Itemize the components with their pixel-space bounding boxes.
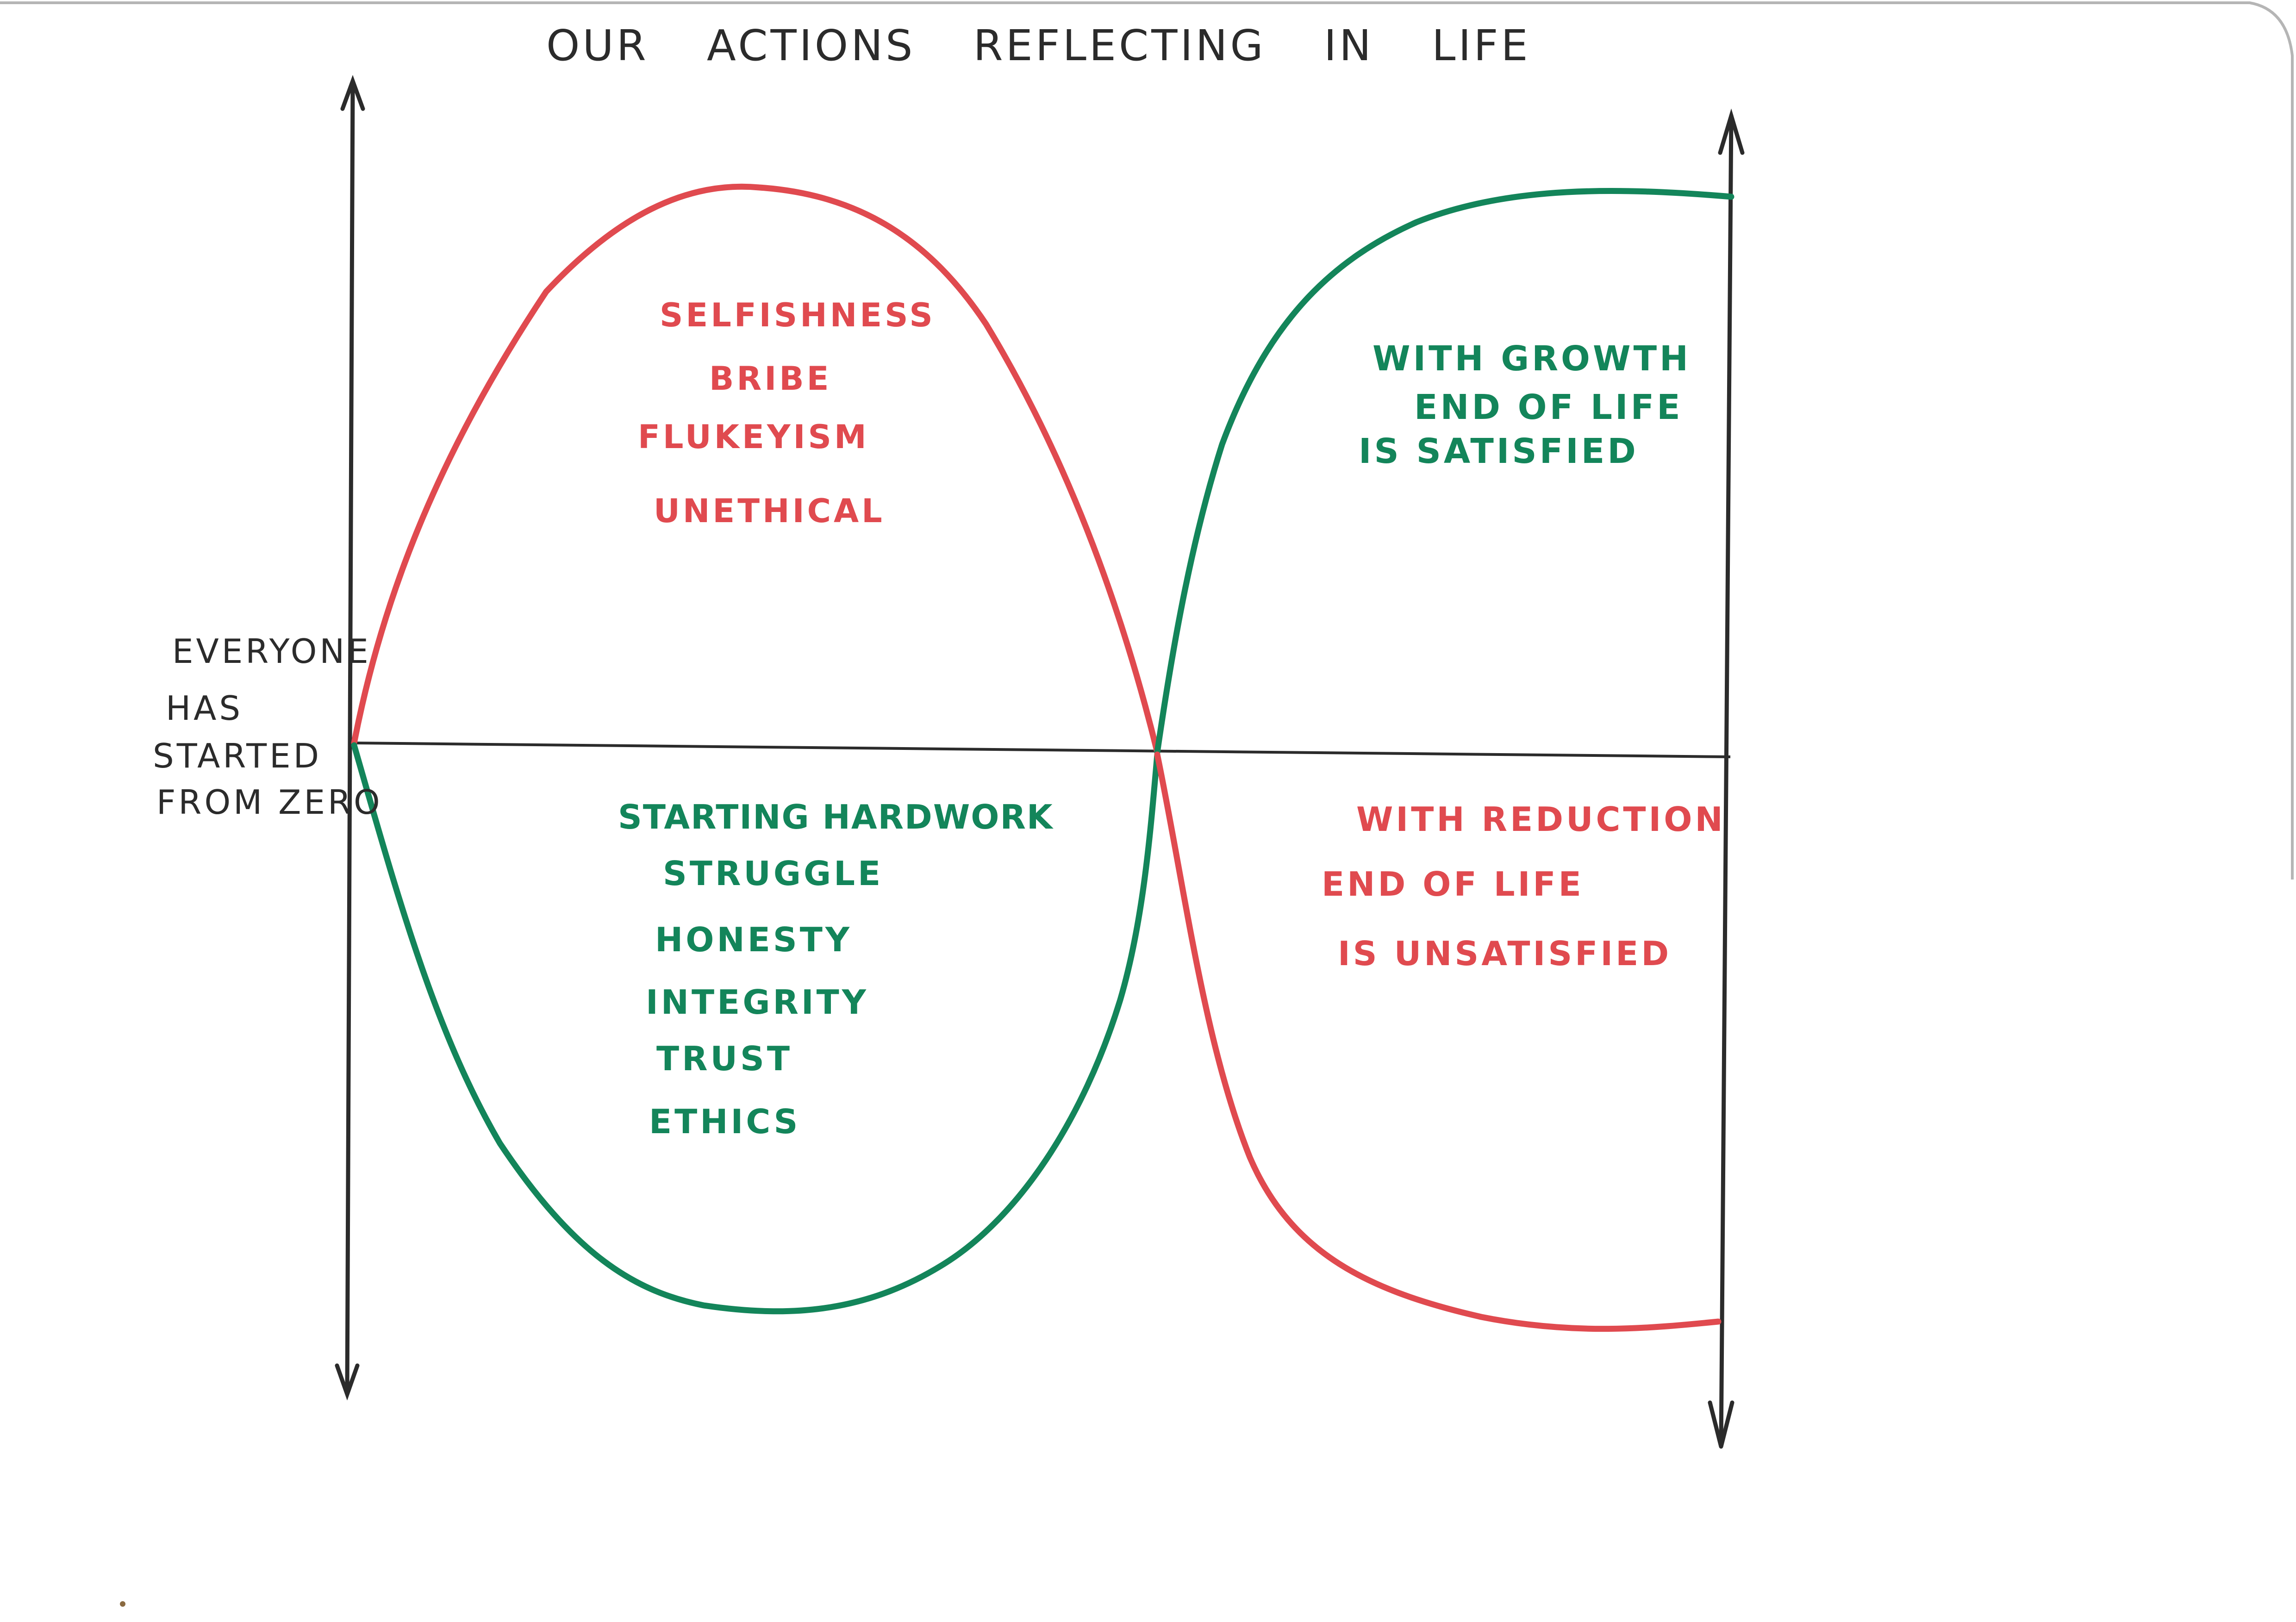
term-flukeyism: FLUKEYISM — [638, 418, 869, 456]
top-right-note: WITH GROWTH END OF LIFE IS SATISFIED — [1359, 339, 1691, 471]
reduction-line-2: END OF LIFE — [1322, 865, 1584, 904]
term-selfishness: SELFISHNESS — [660, 296, 936, 334]
green-curve-top-right — [1154, 188, 1734, 755]
right-axis — [1708, 108, 1745, 1449]
page-edge-top — [0, 1, 2294, 880]
zero-baseline — [351, 742, 1731, 758]
term-ethics: ETHICS — [649, 1102, 800, 1141]
ink-dot — [120, 1601, 125, 1607]
bottom-right-note: WITH REDUCTION END OF LIFE IS UNSATISFIE… — [1322, 800, 1726, 973]
reduction-line-3: IS UNSATISFIED — [1338, 934, 1672, 973]
growth-line-3: IS SATISFIED — [1359, 431, 1639, 471]
top-left-terms: SELFISHNESS BRIBE FLUKEYISM UNETHICAL — [638, 296, 936, 530]
left-axis-up-arrow — [340, 75, 365, 111]
term-bribe: BRIBE — [709, 360, 831, 398]
green-curve-bottom-left — [351, 742, 1160, 1315]
term-integrity: INTEGRITY — [646, 983, 869, 1022]
reduction-line-1: WITH REDUCTION — [1356, 800, 1726, 839]
start-note-line-4: FROM ZERO — [156, 783, 383, 822]
term-trust: TRUST — [656, 1039, 792, 1078]
start-note-line-3: STARTED — [153, 736, 322, 775]
left-axis — [335, 75, 365, 1401]
start-note-line-2: HAS — [166, 689, 243, 728]
red-curve-bottom-right — [1154, 751, 1722, 1332]
red-curve-top-left — [351, 183, 1160, 755]
start-note-line-1: EVERYONE — [172, 632, 371, 671]
term-honesty: HONESTY — [655, 920, 852, 959]
term-struggle: STRUGGLE — [663, 854, 883, 893]
diagram-title: OUR ACTIONS REFLECTING IN LIFE — [546, 21, 1531, 70]
left-axis-down-arrow — [335, 1363, 360, 1401]
term-starting-hardwork: STARTING HARDWORK — [618, 798, 1054, 836]
bottom-left-terms: STARTING HARDWORK STRUGGLE HONESTY INTEG… — [618, 798, 1054, 1141]
growth-line-1: WITH GROWTH — [1373, 339, 1691, 379]
start-note: EVERYONE HAS STARTED FROM ZERO — [153, 632, 383, 822]
growth-line-2: END OF LIFE — [1414, 387, 1683, 427]
term-unethical: UNETHICAL — [654, 492, 885, 530]
right-axis-down-arrow — [1708, 1400, 1734, 1447]
right-axis-up-arrow — [1718, 108, 1745, 155]
